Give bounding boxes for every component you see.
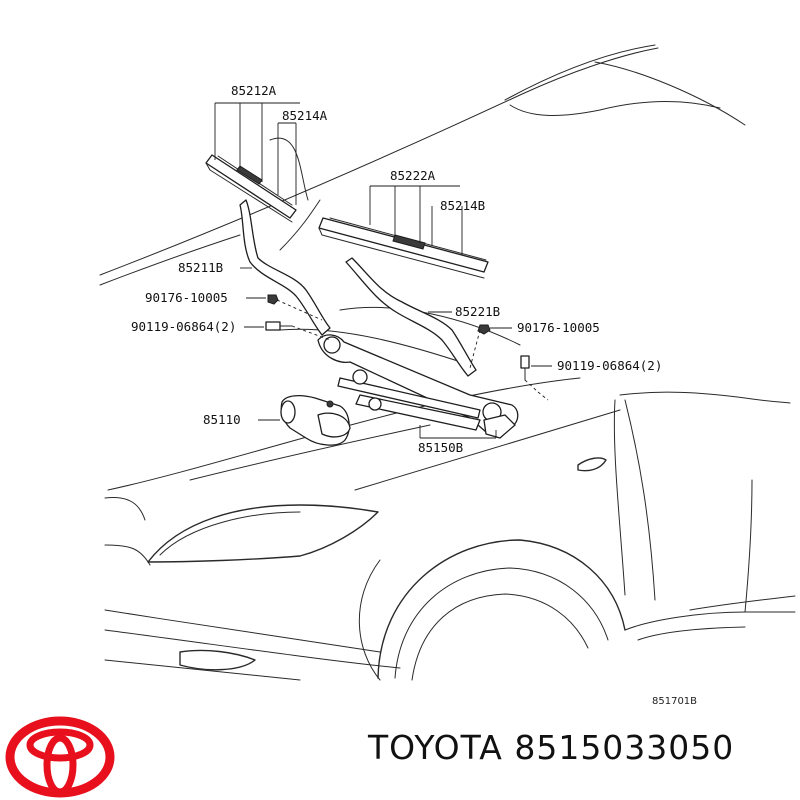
callout-90119-06864-left: 90119-06864(2) <box>557 358 662 373</box>
callout-90176-10005-right: 90176-10005 <box>145 290 228 305</box>
wiper-arm-85221B <box>345 257 477 377</box>
wiper-arm-85211B <box>239 199 331 336</box>
callout-85212A: 85212A <box>231 83 277 98</box>
fasteners <box>265 294 530 381</box>
callout-85214B: 85214B <box>440 198 485 213</box>
callout-85221B: 85221B <box>455 304 500 319</box>
leader-lines <box>214 102 552 439</box>
wiper-motor-85110 <box>280 395 351 446</box>
callout-85214A: 85214A <box>282 108 328 123</box>
car-body-outline <box>99 44 796 681</box>
wiper-blade-85222A <box>318 217 489 279</box>
callout-85110: 85110 <box>203 412 241 427</box>
part-number: 8515033050 <box>514 728 735 767</box>
figure-code: 851701B <box>652 696 697 707</box>
wiper-blade-85212A <box>205 154 297 223</box>
wiper-linkage-85150B <box>317 334 519 439</box>
callout-85211B: 85211B <box>178 260 223 275</box>
callout-85150B: 85150B <box>418 440 463 455</box>
callout-85222A: 85222A <box>390 168 436 183</box>
brand-name: TOYOTA <box>368 728 503 767</box>
callout-90119-06864-right: 90119-06864(2) <box>131 319 236 334</box>
brand-caption: TOYOTA 8515033050 <box>368 728 734 767</box>
callout-90176-10005-left: 90176-10005 <box>517 320 600 335</box>
toyota-logo-icon <box>5 716 115 798</box>
